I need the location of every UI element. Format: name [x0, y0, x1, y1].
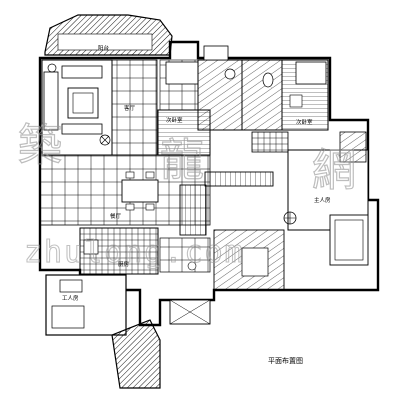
room-labels: 阳台 客厅 次卧室 次卧室 餐厅 厨房 主人房 工人房 — [62, 44, 331, 302]
label-kitchen: 厨房 — [118, 260, 130, 268]
watermark-char-2: 龍 — [160, 135, 204, 186]
drawing-title: 平面布置图 — [268, 357, 303, 365]
kitchen — [79, 227, 211, 275]
label-maid-room: 工人房 — [62, 294, 79, 302]
lower-rooms — [169, 229, 285, 325]
label-dining: 餐厅 — [110, 212, 122, 220]
watermark-char-1: 築 — [18, 120, 62, 171]
label-bedroom-1: 次卧室 — [166, 116, 183, 124]
label-bedroom-2: 次卧室 — [296, 118, 313, 126]
master-bedroom — [283, 131, 369, 266]
living-room — [41, 59, 113, 156]
maid-room — [45, 274, 127, 336]
bathroom-top — [197, 45, 283, 131]
watermark: 築 龍 網 zhulong.com — [17, 119, 356, 270]
dining-area — [121, 171, 207, 236]
balcony-top — [44, 14, 173, 56]
bedroom-2 — [281, 59, 329, 131]
bedroom-1 — [157, 61, 211, 156]
watermark-char-3: 網 — [312, 145, 356, 196]
label-balcony: 阳台 — [98, 44, 110, 52]
wardrobe — [204, 131, 289, 187]
label-living-room: 客厅 — [124, 104, 136, 112]
balcony-bottom — [111, 319, 161, 389]
watermark-url: zhulong.com — [24, 235, 245, 270]
label-master-bedroom: 主人房 — [314, 196, 331, 204]
